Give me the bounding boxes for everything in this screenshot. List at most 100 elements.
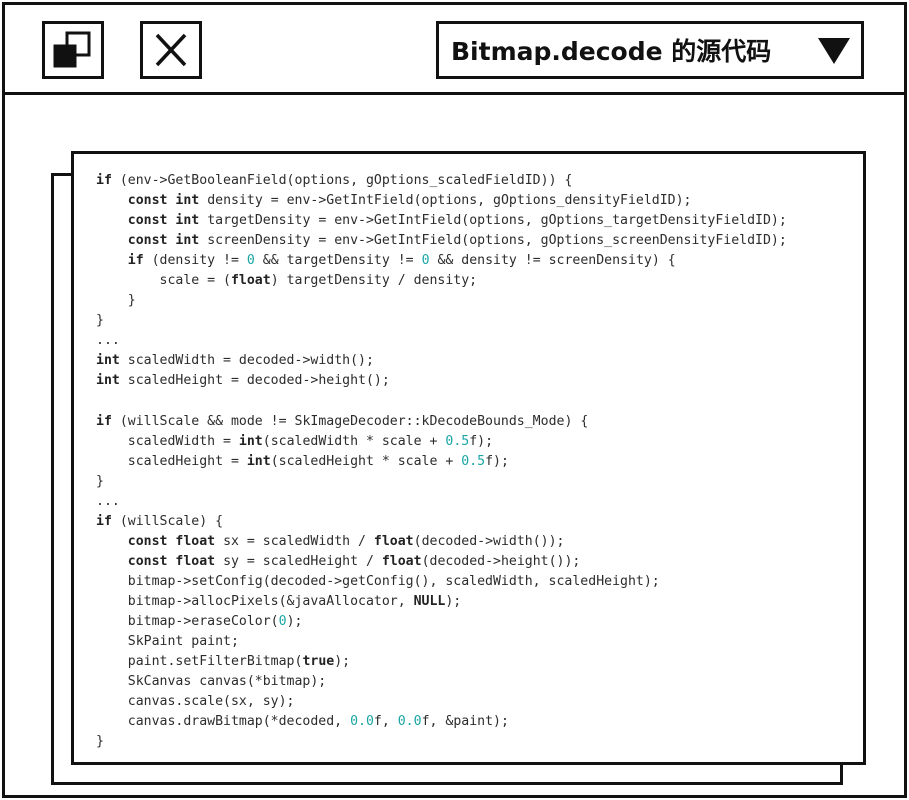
title-dropdown[interactable]: Bitmap.decode 的源代码 bbox=[436, 21, 864, 79]
code-line: const float sx = scaledWidth / float(dec… bbox=[96, 532, 787, 552]
code-line: bitmap->eraseColor(0); bbox=[96, 612, 787, 632]
code-text: ); bbox=[286, 614, 303, 630]
code-line: if (willScale && mode != SkImageDecoder:… bbox=[96, 412, 787, 432]
code-text: (decoded->height()); bbox=[421, 553, 581, 569]
code-keyword: const bbox=[127, 233, 168, 249]
code-text: f); bbox=[485, 453, 509, 469]
code-keyword: const bbox=[127, 533, 168, 549]
code-text: ... bbox=[96, 333, 120, 349]
close-icon bbox=[155, 33, 187, 67]
code-line bbox=[96, 392, 787, 412]
code-line: canvas.drawBitmap(*decoded, 0.0f, 0.0f, … bbox=[96, 712, 787, 732]
code-keyword: float bbox=[373, 533, 414, 549]
code-keyword: float bbox=[381, 553, 422, 569]
code-line: const int screenDensity = env->GetIntFie… bbox=[96, 231, 787, 251]
code-number: 0.0 bbox=[350, 714, 374, 730]
code-text: (willScale && mode != SkImageDecoder::kD… bbox=[111, 413, 589, 429]
code-keyword: true bbox=[302, 654, 335, 670]
code-line: int scaledHeight = decoded->height(); bbox=[96, 371, 787, 391]
code-number: 0.5 bbox=[461, 453, 486, 469]
code-line: const float sy = scaledHeight / float(de… bbox=[96, 552, 787, 572]
code-line: ... bbox=[96, 492, 787, 512]
code-text: ) targetDensity / density; bbox=[270, 273, 478, 289]
code-text: ... bbox=[96, 493, 120, 509]
code-text: f, bbox=[373, 714, 398, 730]
code-line: ... bbox=[96, 331, 787, 351]
code-keyword: if bbox=[127, 253, 144, 269]
code-text: SkCanvas canvas(*bitmap); bbox=[96, 674, 327, 690]
code-text: scale = ( bbox=[96, 273, 231, 289]
code-keyword: int bbox=[96, 373, 120, 389]
code-text: screenDensity = env->GetIntField(options… bbox=[199, 233, 787, 249]
code-text: scaledHeight = decoded->height(); bbox=[119, 373, 390, 389]
code-text bbox=[96, 554, 128, 569]
code-text: && density != screenDensity) { bbox=[429, 253, 676, 269]
code-text: ); bbox=[445, 593, 462, 609]
code-text bbox=[96, 193, 128, 208]
restore-button[interactable] bbox=[42, 21, 104, 79]
code-text bbox=[96, 253, 128, 268]
triangle-down-icon bbox=[818, 38, 850, 64]
code-keyword: float bbox=[175, 553, 216, 569]
code-line: const int targetDensity = env->GetIntFie… bbox=[96, 211, 787, 231]
code-text bbox=[96, 534, 128, 549]
code-text: canvas.drawBitmap(*decoded, bbox=[96, 714, 351, 730]
code-number: 0 bbox=[421, 253, 430, 269]
code-number: 0.5 bbox=[445, 433, 470, 449]
code-keyword: if bbox=[96, 513, 112, 529]
code-line: const int density = env->GetIntField(opt… bbox=[96, 191, 787, 211]
code-text: (env->GetBooleanField(options, gOptions_… bbox=[111, 173, 573, 188]
code-text: f); bbox=[469, 433, 494, 449]
code-keyword: float bbox=[175, 533, 216, 549]
code-text: (scaledHeight * scale + bbox=[270, 453, 462, 469]
code-text: } bbox=[96, 313, 104, 329]
close-button[interactable] bbox=[140, 21, 202, 79]
code-text: } bbox=[96, 293, 136, 309]
code-line: scaledWidth = int(scaledWidth * scale + … bbox=[96, 432, 787, 452]
restore-window-icon bbox=[53, 31, 91, 68]
code-text: bitmap->allocPixels(&javaAllocator, bbox=[96, 593, 414, 609]
code-text: SkPaint paint; bbox=[96, 634, 239, 650]
code-line: SkPaint paint; bbox=[96, 632, 787, 652]
code-text: } bbox=[96, 734, 104, 750]
code-text: (density != bbox=[143, 253, 247, 269]
code-text bbox=[96, 233, 128, 248]
code-line: if (density != 0 && targetDensity != 0 &… bbox=[96, 251, 787, 271]
code-text: scaledWidth = decoded->width(); bbox=[119, 353, 374, 369]
code-line: bitmap->allocPixels(&javaAllocator, NULL… bbox=[96, 592, 787, 612]
code-keyword: int bbox=[175, 233, 200, 249]
code-text: f, &paint); bbox=[421, 714, 509, 730]
code-keyword: int bbox=[96, 353, 120, 369]
code-keyword: const bbox=[127, 193, 168, 209]
code-keyword: int bbox=[175, 193, 200, 209]
code-line: } bbox=[96, 311, 787, 331]
code-number: 0 bbox=[278, 614, 287, 630]
code-line: scaledHeight = int(scaledHeight * scale … bbox=[96, 452, 787, 472]
code-line: canvas.scale(sx, sy); bbox=[96, 692, 787, 712]
code-text: paint.setFilterBitmap( bbox=[96, 654, 303, 670]
code-text: canvas.scale(sx, sy); bbox=[96, 694, 295, 710]
code-line: scale = (float) targetDensity / density; bbox=[96, 271, 787, 291]
code-number: 0.0 bbox=[397, 714, 422, 730]
code-keyword: int bbox=[246, 453, 271, 469]
code-keyword: float bbox=[230, 273, 271, 289]
code-keyword: NULL bbox=[413, 593, 446, 609]
code-text bbox=[96, 213, 128, 228]
code-line: if (env->GetBooleanField(options, gOptio… bbox=[96, 171, 787, 191]
code-panel: if (env->GetBooleanField(options, gOptio… bbox=[71, 151, 866, 765]
code-text: bitmap->setConfig(decoded->getConfig(), … bbox=[96, 573, 660, 589]
code-text: ); bbox=[334, 654, 351, 670]
code-text: density = env->GetIntField(options, gOpt… bbox=[199, 193, 692, 209]
code-line: } bbox=[96, 291, 787, 311]
code-number: 0 bbox=[246, 253, 255, 269]
title-bar: Bitmap.decode 的源代码 bbox=[5, 5, 904, 95]
code-text: && targetDensity != bbox=[254, 253, 422, 269]
code-block: if (env->GetBooleanField(options, gOptio… bbox=[96, 171, 787, 752]
code-line: SkCanvas canvas(*bitmap); bbox=[96, 672, 787, 692]
code-text: } bbox=[96, 473, 104, 489]
code-line: } bbox=[96, 472, 787, 492]
code-text: (decoded->width()); bbox=[413, 533, 565, 549]
code-keyword: int bbox=[175, 213, 200, 229]
code-keyword: const bbox=[127, 553, 168, 569]
